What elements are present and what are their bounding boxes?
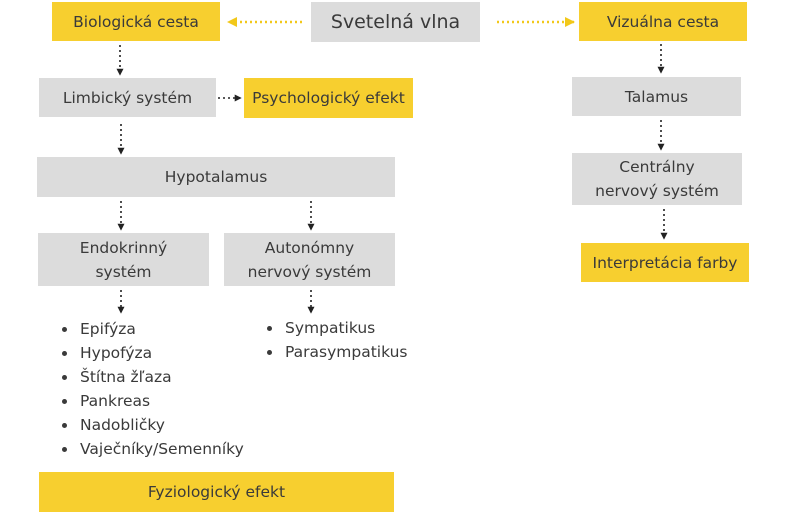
node-fyziologicky-efekt: Fyziologický efekt [39,472,394,512]
list-item: Pankreas [78,389,244,413]
node-vizualna-cesta: Vizuálna cesta [579,2,747,41]
list-item: Vaječníky/Semenníky [78,437,244,461]
endokrinny-list: Epifýza Hypofýza Štítna žľaza Pankreas N… [56,317,244,461]
list-item: Sympatikus [283,316,408,340]
list-item: Štítna žľaza [78,365,244,389]
node-autonomny-system: Autonómny nervový systém [224,233,395,286]
node-svetelna-vlna: Svetelná vlna [311,2,480,42]
list-item: Parasympatikus [283,340,408,364]
node-endokrinny-system: Endokrinný systém [38,233,209,286]
node-limbicky-system: Limbický systém [39,78,216,117]
node-centralny-system: Centrálny nervový systém [572,153,742,205]
list-item: Nadobličky [78,413,244,437]
list-item: Epifýza [78,317,244,341]
node-psychologicky-efekt: Psychologický efekt [244,78,413,118]
node-hypotalamus: Hypotalamus [37,157,395,197]
autonomny-list: Sympatikus Parasympatikus [261,316,408,364]
node-biologicka-cesta: Biologická cesta [52,2,220,41]
node-interpretacia-farby: Interpretácia farby [581,243,749,282]
list-item: Hypofýza [78,341,244,365]
node-talamus: Talamus [572,77,741,116]
